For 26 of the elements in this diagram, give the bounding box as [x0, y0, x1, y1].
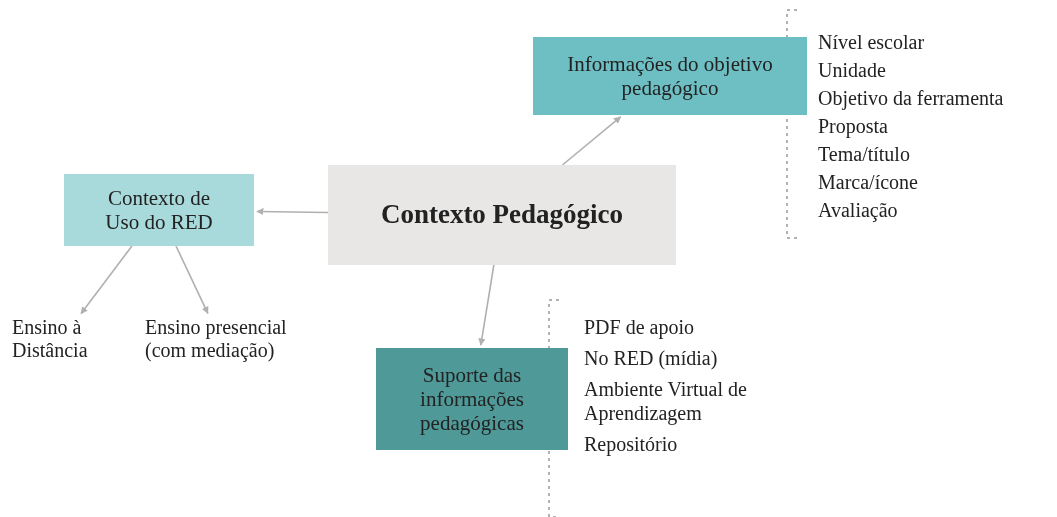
list-item-text: Unidade — [818, 58, 887, 82]
list-item-text: Marca/ícone — [818, 170, 919, 194]
topic-box — [64, 174, 254, 246]
list-item-text: No RED (mídia) — [584, 346, 719, 370]
list-item-text: Repositório — [584, 432, 679, 456]
topic-label: Suporte das informações pedagógicas — [419, 362, 525, 436]
arrow — [256, 207, 329, 216]
arrow — [80, 245, 133, 315]
list-item-text: Ambiente Virtual de Aprendizagem — [584, 377, 748, 425]
list-item-text: Proposta — [818, 114, 889, 138]
topic-label: Contexto Pedagógico — [380, 199, 624, 231]
list-item-text: Tema/título — [818, 142, 911, 166]
arrow — [561, 116, 622, 166]
node-text: Ensino à Distância — [12, 316, 112, 362]
arrow — [175, 245, 209, 315]
topic-label: Informações do objetivo pedagógico — [566, 51, 774, 101]
topic-box — [533, 37, 807, 115]
main-topic-box — [328, 165, 676, 265]
arrow — [478, 264, 495, 346]
topic-box — [376, 348, 568, 450]
list-item-text: Avaliação — [818, 198, 899, 222]
node-text: Ensino presencial (com mediação) — [145, 316, 295, 362]
topic-label: Contexto de Uso do RED — [104, 185, 214, 235]
list-item-text: PDF de apoio — [584, 315, 695, 339]
list-item-text: Nível escolar — [818, 30, 926, 54]
list-item-text: Objetivo da ferramenta — [818, 86, 1005, 110]
